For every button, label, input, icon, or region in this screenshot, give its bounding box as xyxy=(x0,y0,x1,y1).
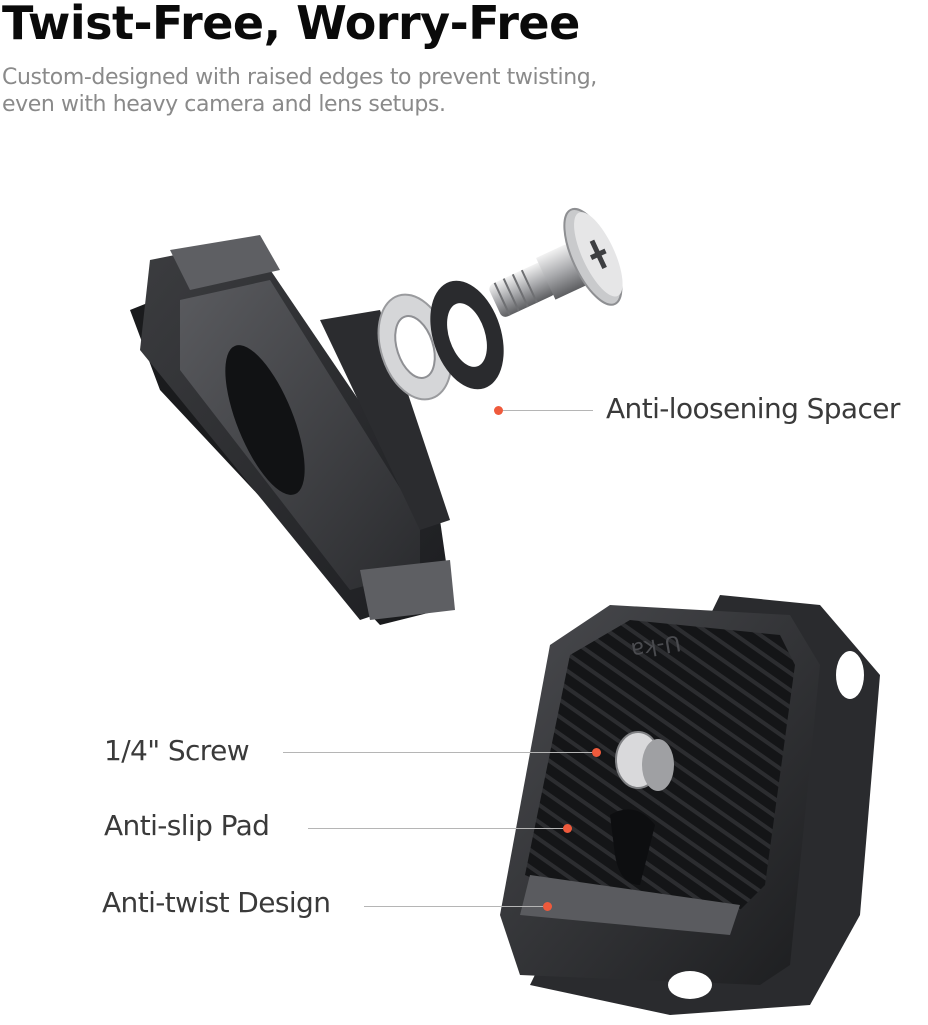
callout-dot-pad xyxy=(563,824,572,833)
page-subtitle: Custom-designed with raised edges to pre… xyxy=(2,65,597,117)
callout-dot-anti-twist xyxy=(543,902,552,911)
page-title: Twist-Free, Worry-Free xyxy=(2,0,580,50)
assembled-plate-image: U-ka xyxy=(500,595,880,1015)
leader-line-pad xyxy=(308,828,564,829)
callout-label-screw: 1/4" Screw xyxy=(104,734,250,767)
callout-label-pad: Anti-slip Pad xyxy=(104,809,270,842)
callout-label-anti-twist: Anti-twist Design xyxy=(102,886,331,919)
leader-line-screw xyxy=(283,752,593,753)
spacer-washers-image xyxy=(377,280,504,401)
callout-dot-screw xyxy=(592,748,601,757)
leader-line-spacer xyxy=(503,410,593,411)
screw-image xyxy=(489,207,623,317)
clip-base-image xyxy=(130,235,455,625)
callout-label-spacer: Anti-loosening Spacer xyxy=(606,392,900,425)
leader-line-anti-twist xyxy=(364,906,544,907)
callout-dot-spacer xyxy=(494,406,503,415)
